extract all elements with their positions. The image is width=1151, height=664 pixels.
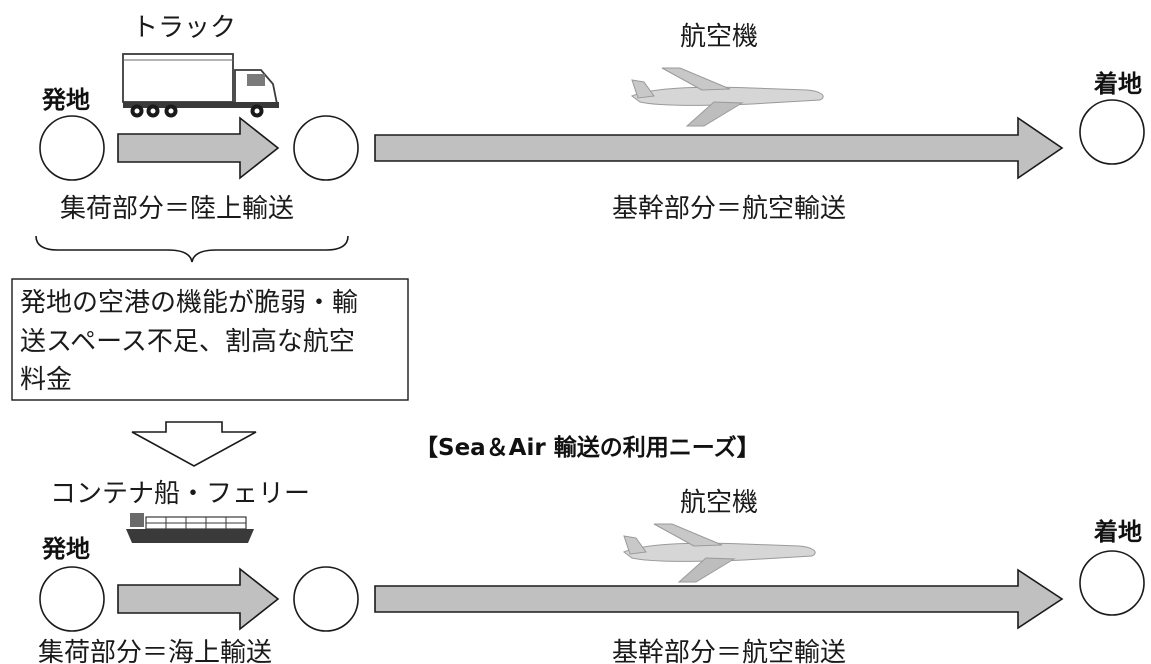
transfer-node-bottom	[293, 566, 359, 632]
trunk-leg-label-bottom: 基幹部分＝航空輸送	[612, 638, 846, 664]
note-line-3: 料金	[20, 365, 72, 395]
top-route: トラック 発地 航空機 着地 集荷部分＝陸上輸送 基幹部分＝航空輸送	[35, 13, 1145, 263]
ship-label: コンテナ船・フェリー	[50, 479, 310, 509]
truck-icon	[122, 53, 279, 118]
destination-node-bottom	[1079, 550, 1145, 616]
origin-node-bottom	[39, 566, 105, 632]
note-line-1: 発地の空港の機能が脆弱・輸	[20, 288, 358, 318]
note-line-2: 送スペース不足、割高な航空	[20, 327, 355, 357]
container-ship-icon	[126, 513, 254, 543]
first-leg-label: 集荷部分＝陸上輸送	[60, 194, 294, 224]
airplane-icon-bottom	[623, 523, 816, 583]
trunk-leg-arrow-bottom	[374, 568, 1064, 630]
first-leg-arrow-bottom	[117, 567, 280, 631]
sea-air-heading: 【Sea＆Air 輸送の利用ニーズ】	[415, 434, 760, 461]
note-box: 発地の空港の機能が脆弱・輸 送スペース不足、割高な航空 料金	[11, 278, 409, 401]
transfer-node	[293, 115, 359, 181]
first-leg-arrow	[117, 116, 280, 180]
destination-label: 着地	[1094, 70, 1142, 98]
origin-node	[39, 115, 105, 181]
truck-label: トラック	[132, 13, 236, 43]
destination-label-bottom: 着地	[1094, 518, 1142, 546]
bottom-route: コンテナ船・フェリー 発地 航空機 着地 集荷部分＝海上輸送 基幹部分＝航空輸送	[38, 479, 1145, 664]
airplane-label-bottom: 航空機	[680, 488, 758, 518]
airplane-icon	[631, 67, 824, 127]
origin-label-bottom: 発地	[41, 535, 90, 563]
brace	[35, 235, 349, 263]
origin-label: 発地	[41, 86, 90, 114]
destination-node	[1079, 99, 1145, 165]
trunk-leg-label: 基幹部分＝航空輸送	[612, 194, 846, 224]
trunk-leg-arrow	[374, 116, 1064, 180]
first-leg-label-bottom: 集荷部分＝海上輸送	[38, 638, 272, 664]
down-arrow	[131, 421, 257, 467]
airplane-label: 航空機	[680, 22, 758, 52]
